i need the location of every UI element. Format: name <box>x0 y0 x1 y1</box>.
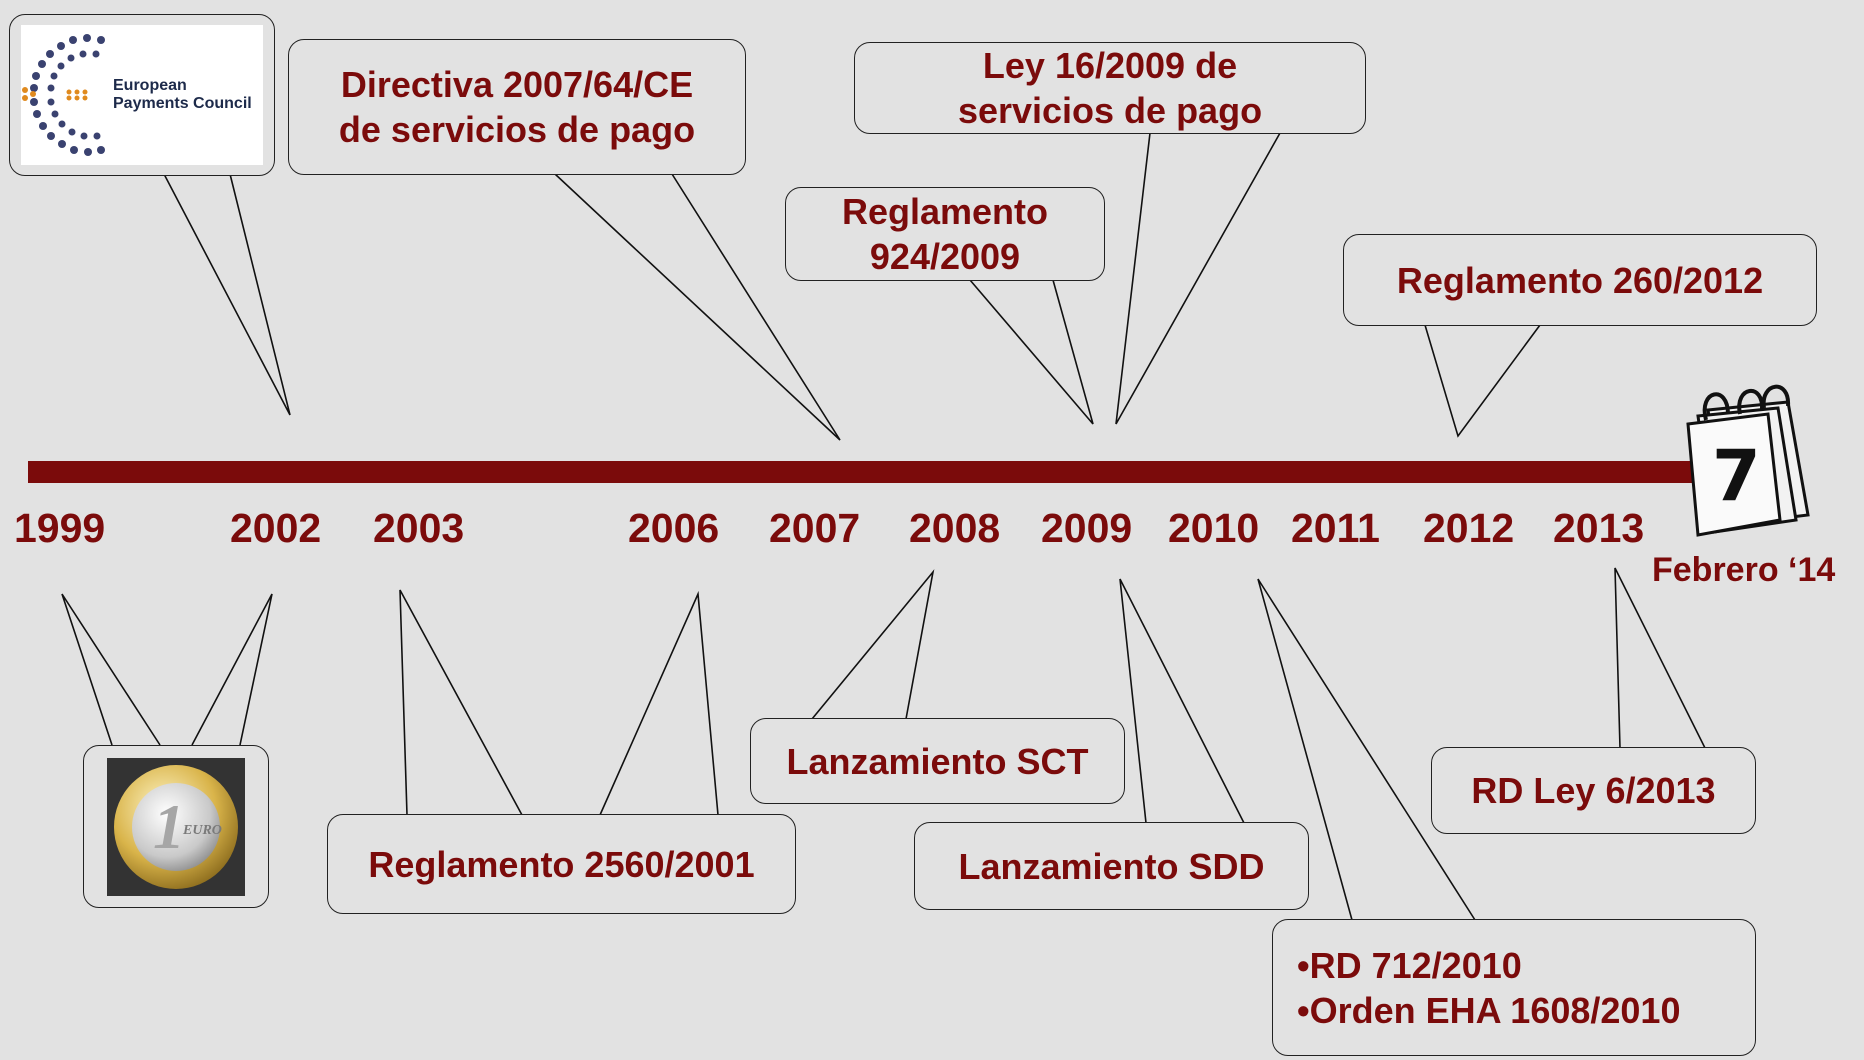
logo-line-1: European <box>113 76 187 94</box>
reglamento-260-label: Reglamento 260/2012 <box>1396 259 1764 301</box>
euro-coin-image: 1 EURO <box>107 757 245 896</box>
reglamento-260-pointer <box>1424 324 1541 438</box>
year-1999: 1999 <box>14 505 106 551</box>
coin-pointer-left <box>61 593 161 746</box>
timeline-bar <box>28 461 1708 483</box>
r2560-pointer-right <box>599 590 719 816</box>
coin-callout: 1 EURO <box>83 745 269 908</box>
ley-line-2: servicios de pago <box>957 90 1263 131</box>
year-end-label: Febrero ‘14 <box>1652 551 1836 589</box>
year-2010: 2010 <box>1168 505 1260 551</box>
year-2007: 2007 <box>769 505 861 551</box>
rd-ley-callout: RD Ley 6/2013 <box>1431 747 1756 834</box>
year-2008: 2008 <box>909 505 1001 551</box>
lanzamiento-sct-callout: Lanzamiento SCT <box>750 718 1125 804</box>
reglamento-924-callout: Reglamento 924/2009 <box>785 187 1105 281</box>
coin-denomination: 1 <box>153 791 185 862</box>
year-2003: 2003 <box>373 505 465 551</box>
sdd-pointer <box>1119 578 1245 824</box>
rd-list-item: •RD 712/2010 <box>1297 944 1522 986</box>
year-2006: 2006 <box>628 505 720 551</box>
reglamento-2560-label: Reglamento 2560/2001 <box>368 843 755 885</box>
rd-ley-pointer <box>1614 567 1706 749</box>
reglamento-260-callout: Reglamento 260/2012 <box>1343 234 1817 326</box>
logo-callout: European Payments Council <box>9 14 275 176</box>
directiva-line-2: de servicios de pago <box>338 109 696 150</box>
rd-list-callout: •RD 712/2010 •Orden EHA 1608/2010 <box>1272 919 1756 1056</box>
logo-line-2: Payments Council <box>113 95 252 112</box>
year-2011: 2011 <box>1291 505 1380 551</box>
euro-coin-icon: 1 EURO <box>114 764 238 889</box>
year-2013: 2013 <box>1553 505 1645 551</box>
r2560-pointer-left <box>399 589 523 816</box>
lanzamiento-sdd-callout: Lanzamiento SDD <box>914 822 1309 910</box>
reglamento-924-pointer <box>969 279 1094 425</box>
coin-pointer-right <box>191 593 273 746</box>
lanzamiento-sct-label: Lanzamiento SCT <box>786 740 1089 782</box>
directiva-pointer <box>554 173 841 441</box>
rd-list-pointer <box>1257 578 1476 921</box>
year-2009: 2009 <box>1041 505 1133 551</box>
rd-list-item-text: Orden EHA 1608/2010 <box>1309 989 1681 1031</box>
ley-line-1: Ley 16/2009 de <box>982 45 1238 86</box>
directiva-line-1: Directiva 2007/64/CE <box>340 64 694 105</box>
ley-pointer <box>1115 132 1281 425</box>
ley-callout: Ley 16/2009 de servicios de pago <box>854 42 1366 134</box>
calendar-icon: 7 <box>1686 384 1810 537</box>
reglamento-924-line-1: Reglamento <box>841 191 1049 232</box>
coin-currency: EURO <box>182 823 222 838</box>
calendar-day: 7 <box>1712 435 1761 517</box>
year-2012: 2012 <box>1423 505 1515 551</box>
logo-pointer <box>163 173 291 416</box>
lanzamiento-sdd-label: Lanzamiento SDD <box>958 845 1265 887</box>
epc-logo: European Payments Council <box>21 25 263 165</box>
year-2002: 2002 <box>230 505 322 551</box>
directiva-callout: Directiva 2007/64/CE de servicios de pag… <box>288 39 746 175</box>
reglamento-924-line-2: 924/2009 <box>869 236 1021 277</box>
rd-list-item-text: RD 712/2010 <box>1309 944 1522 986</box>
reglamento-2560-callout: Reglamento 2560/2001 <box>327 814 796 914</box>
epc-logo-icon <box>22 34 105 156</box>
rd-ley-label: RD Ley 6/2013 <box>1471 770 1716 811</box>
rd-list-item: •Orden EHA 1608/2010 <box>1297 989 1681 1031</box>
sct-pointer <box>811 569 935 720</box>
